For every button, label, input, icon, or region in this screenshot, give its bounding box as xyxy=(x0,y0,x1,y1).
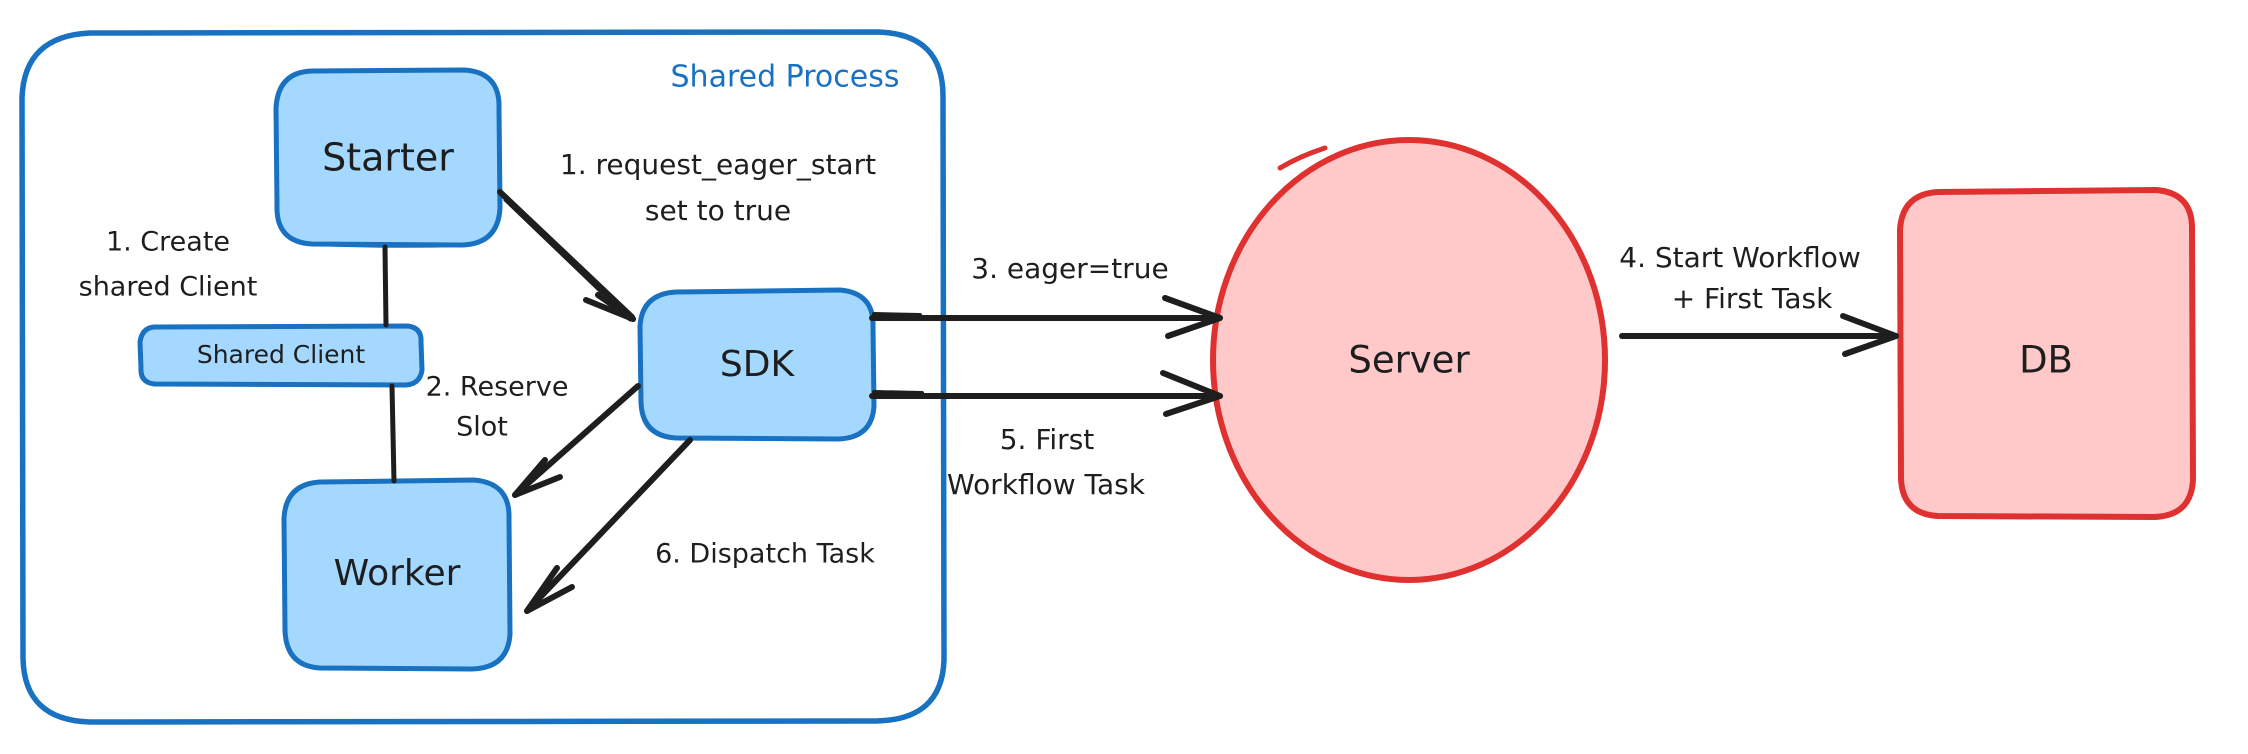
sdk-label: SDK xyxy=(720,344,796,385)
node-shared-client[interactable]: Shared Client xyxy=(137,323,425,388)
start-workflow-arrowhead-lower xyxy=(1842,333,1899,357)
shared-client-to-worker-line xyxy=(389,383,397,484)
request-eager-start-arrowhead-lower xyxy=(583,297,636,322)
first-workflow-task-arrowhead-upper xyxy=(1160,370,1223,399)
eager-true-label-line1: 3. eager=true xyxy=(971,252,1168,285)
reserve-slot-label-line2: Slot xyxy=(456,412,508,443)
shared-client-shape xyxy=(137,323,425,388)
reserve-slot-arrowhead-lower xyxy=(512,474,563,498)
node-server[interactable]: Server xyxy=(1210,137,1608,583)
edge-dispatch-task[interactable]: 6. Dispatch Task xyxy=(524,437,875,614)
shared-process-label: Shared Process xyxy=(671,60,900,95)
create-shared-client-label-line1: 1. Create xyxy=(106,227,230,258)
edge-first-workflow-task[interactable]: 5. First Workflow Task xyxy=(869,370,1223,501)
first-workflow-task-line-tail xyxy=(872,390,924,395)
sdk-shape xyxy=(637,287,877,442)
db-shape xyxy=(1897,187,2196,520)
node-sdk[interactable]: SDK xyxy=(637,287,877,442)
dispatch-task-arrowhead-lower xyxy=(524,584,575,614)
eager-true-arrowhead-upper xyxy=(1162,295,1223,321)
server-shape xyxy=(1210,137,1608,583)
worker-label: Worker xyxy=(334,553,461,594)
db-label: DB xyxy=(2019,339,2073,382)
worker-shape xyxy=(281,477,513,672)
reserve-slot-arrowhead-upper xyxy=(512,457,548,498)
create-shared-client-label-line2: shared Client xyxy=(79,272,258,303)
shared-client-label: Shared Client xyxy=(197,340,366,369)
reserve-slot-label-line1: 2. Reserve xyxy=(426,372,569,403)
edge-start-workflow-first-task[interactable]: 4. Start Workflow + First Task xyxy=(1619,241,1899,357)
start-workflow-label-line1: 4. Start Workflow xyxy=(1619,241,1861,274)
eager-true-arrowhead-lower xyxy=(1165,315,1223,339)
first-workflow-task-label-line1: 5. First xyxy=(1000,423,1095,456)
node-starter[interactable]: Starter xyxy=(273,67,503,248)
edge-request-eager-start[interactable]: 1. request_eager_start set to true xyxy=(497,148,876,322)
dispatch-task-label-line1: 6. Dispatch Task xyxy=(655,539,875,570)
node-db[interactable]: DB xyxy=(1897,187,2196,520)
edge-eager-true[interactable]: 3. eager=true xyxy=(869,252,1223,339)
starter-to-shared-client-line xyxy=(382,244,389,328)
request-eager-start-line xyxy=(497,189,635,320)
edge-create-shared-client[interactable]: 1. Create shared Client xyxy=(79,227,397,484)
start-workflow-label-line2: + First Task xyxy=(1672,282,1833,315)
reserve-slot-line xyxy=(513,383,641,497)
edge-reserve-slot[interactable]: 2. Reserve Slot xyxy=(426,372,641,498)
starter-sketch-stroke xyxy=(312,242,464,248)
node-worker[interactable]: Worker xyxy=(281,477,513,672)
dispatch-task-line xyxy=(525,437,693,613)
dispatch-task-arrowhead-upper xyxy=(524,565,560,614)
shared-process-border xyxy=(19,29,947,725)
request-eager-start-label-line2: set to true xyxy=(645,194,791,227)
server-sketch-stroke xyxy=(1277,145,1328,171)
first-workflow-task-arrowhead-lower xyxy=(1163,393,1223,417)
shared-process-group[interactable]: Shared Process xyxy=(19,29,947,725)
start-workflow-arrowhead-upper xyxy=(1840,313,1899,339)
request-eager-start-label-line1: 1. request_eager_start xyxy=(560,148,876,181)
first-workflow-task-label-line2: Workflow Task xyxy=(947,468,1146,501)
server-label: Server xyxy=(1348,339,1470,382)
eager-true-line-tail xyxy=(872,312,922,317)
starter-label: Starter xyxy=(322,136,454,180)
